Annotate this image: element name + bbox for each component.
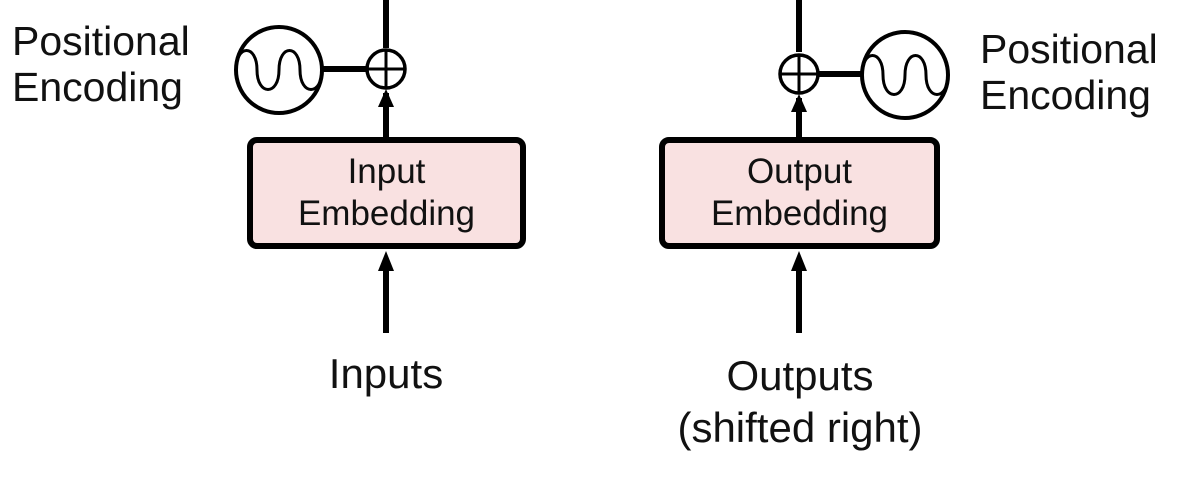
output-embedding-line2: Embedding bbox=[710, 194, 889, 233]
outputs-line1: Outputs bbox=[726, 352, 874, 399]
inputs-label: Inputs bbox=[328, 350, 444, 397]
input-embedding-box: Input Embedding bbox=[247, 137, 526, 249]
right-positional-encoding-label: Positional Encoding bbox=[980, 26, 1158, 118]
input-embedding-line2: Embedding bbox=[297, 194, 476, 233]
output-embedding-box: Output Embedding bbox=[659, 137, 940, 249]
input-embedding-label: Input Embedding bbox=[298, 151, 475, 235]
left-pe-line1: Positional bbox=[12, 18, 190, 64]
outputs-label: Outputs (shifted right) bbox=[650, 350, 950, 454]
right-output-to-embed-arrowhead bbox=[791, 251, 807, 271]
input-embedding-line1: Input bbox=[347, 152, 426, 191]
left-positional-encoding-icon bbox=[234, 25, 324, 115]
right-pe-line1: Positional bbox=[980, 26, 1158, 72]
right-positional-encoding-icon bbox=[860, 30, 950, 120]
right-pe-line2: Encoding bbox=[980, 72, 1151, 118]
right-embed-to-add-arrowhead bbox=[791, 94, 807, 112]
output-embedding-label: Output Embedding bbox=[711, 151, 888, 235]
left-embed-to-add-arrowhead bbox=[378, 89, 394, 107]
output-embedding-line1: Output bbox=[746, 152, 853, 191]
right-add-icon bbox=[778, 53, 820, 95]
left-add-icon bbox=[365, 48, 407, 90]
left-positional-encoding-label: Positional Encoding bbox=[12, 18, 190, 110]
outputs-line2: (shifted right) bbox=[677, 404, 923, 451]
left-pe-line2: Encoding bbox=[12, 64, 183, 110]
left-input-to-embed-arrowhead bbox=[378, 251, 394, 271]
